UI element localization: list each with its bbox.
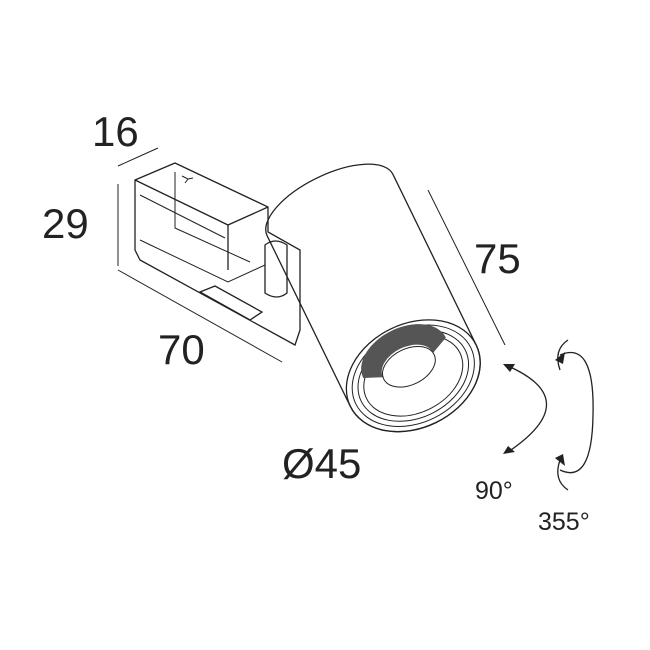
dim-label-29: 29 <box>42 200 89 247</box>
tilt-arrow <box>503 364 547 454</box>
spotlight-cylinder <box>265 163 481 433</box>
dim-label-diameter: Ø45 <box>282 440 361 487</box>
dim-line-16 <box>117 147 159 167</box>
dim-label-75: 75 <box>474 235 521 282</box>
rotation-arrow <box>555 339 594 491</box>
rotation-label: 355° <box>538 508 590 536</box>
dim-label-70: 70 <box>158 326 205 373</box>
track-adapter <box>134 162 301 346</box>
dim-line-75 <box>427 189 506 346</box>
tilt-label: 90° <box>475 477 513 505</box>
dim-line-70 <box>117 269 283 363</box>
dim-label-16: 16 <box>92 108 139 155</box>
dimension-lines <box>117 147 506 363</box>
reflector <box>361 324 446 378</box>
